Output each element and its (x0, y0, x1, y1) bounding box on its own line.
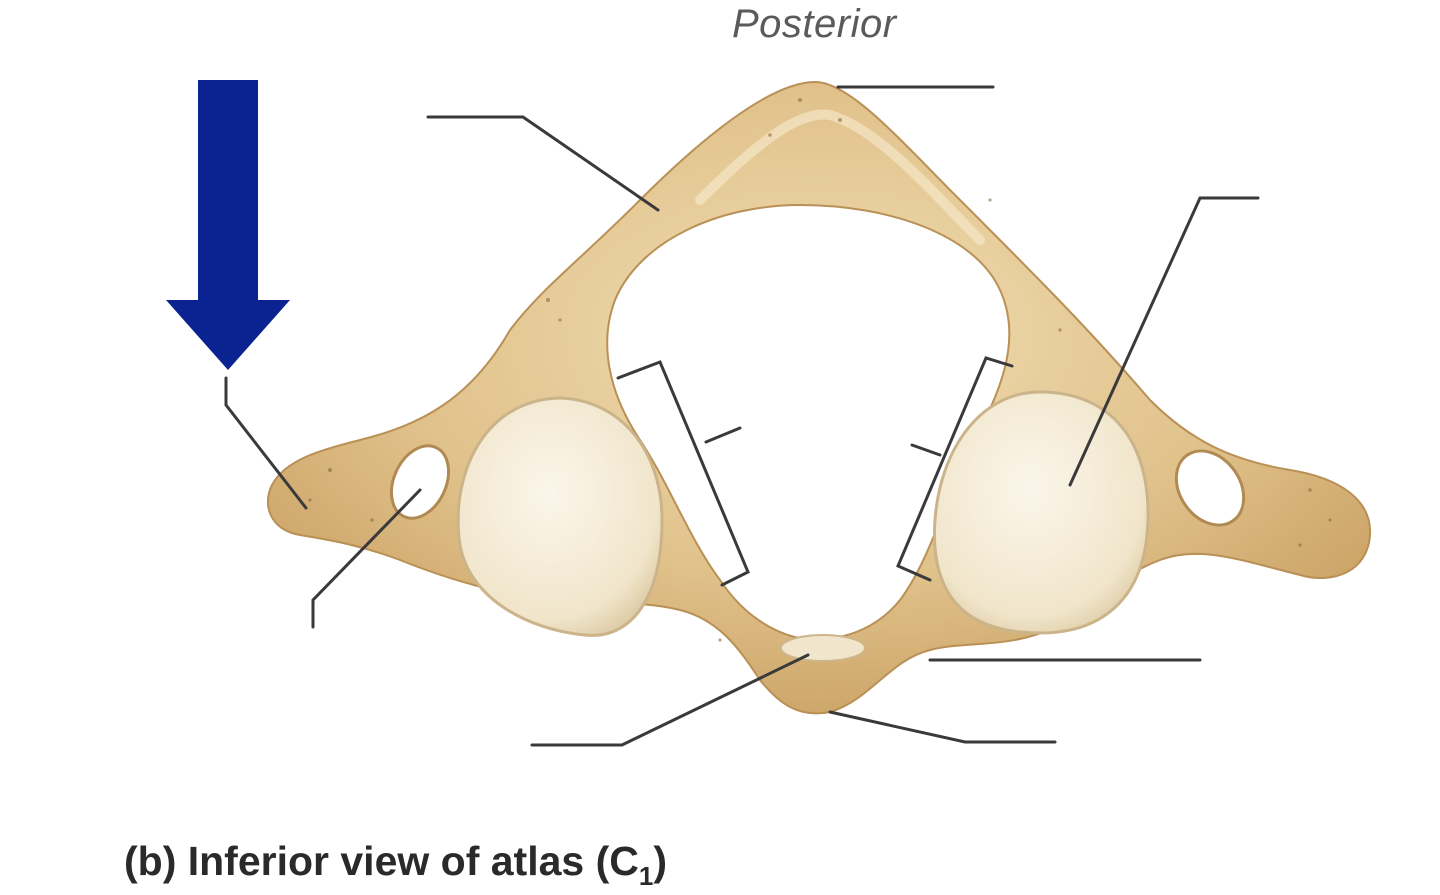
left-inferior-articular-facet (456, 396, 664, 637)
posterior-tubercle (695, 109, 985, 245)
caption-suffix: ) (653, 838, 667, 884)
right-inferior-articular-facet (932, 390, 1150, 635)
leader-line-facet-for-dens (530, 653, 810, 747)
down-arrow-icon (166, 80, 290, 370)
atlas-bone (267, 80, 1372, 715)
figure-caption: (b) Inferior view of atlas (C1) (124, 838, 667, 892)
right-lateral-mass-bracket (896, 356, 1014, 582)
leader-line-posterior-arch (426, 115, 660, 212)
left-lateral-mass-bracket (616, 360, 750, 587)
bone-texture (308, 98, 1332, 642)
right-transverse-foramen (1174, 449, 1246, 527)
caption-subscript: 1 (638, 861, 654, 891)
caption-prefix: (b) Inferior view of atlas (C (124, 838, 639, 884)
left-transverse-foramen (389, 444, 451, 520)
leader-line-superior-facet (1068, 196, 1260, 487)
leader-line-anterior-tubercle (828, 710, 1057, 744)
leader-line-transverse-foramen (311, 488, 422, 629)
leader-lines (224, 85, 1260, 747)
atlas-ring-outline (267, 80, 1372, 715)
facet-for-dens (780, 634, 866, 662)
right-lateral-mass-leader (910, 443, 942, 457)
left-lateral-mass-leader (704, 426, 742, 444)
leader-line-transverse-process (224, 376, 308, 510)
orientation-label-posterior: Posterior (732, 2, 897, 46)
